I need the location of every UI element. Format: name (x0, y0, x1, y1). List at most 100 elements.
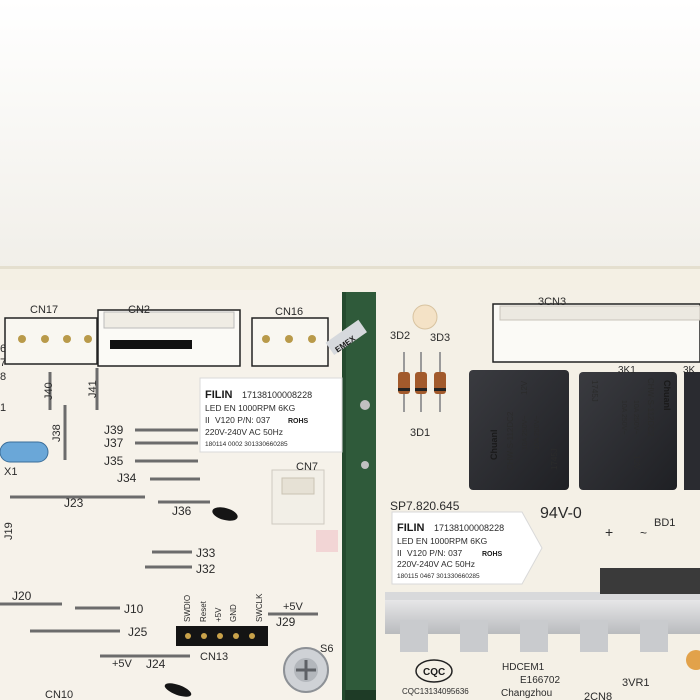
3cn3-label: 3CN3 (538, 296, 566, 308)
plus5v-label-a: +5V (112, 658, 133, 670)
cn10-label: CN10 (45, 689, 73, 700)
cn16-label: CN16 (275, 306, 303, 318)
s6-label: S6 (320, 643, 333, 655)
relay-2-brand: Chuanl (662, 380, 672, 411)
cn17-label: CN17 (30, 304, 58, 316)
relay-1: Chuanl CHW-S-112DC2 10A 250V~ 10A 250V~ … (469, 370, 569, 490)
relay-1-rating: 10A 250V~ (522, 416, 529, 450)
j33-label: J33 (196, 546, 216, 560)
ul-mark: HDCEM1 (502, 662, 545, 673)
right-sticker: FILIN 17138100008228 LED EN 1000RPM 6KG … (391, 511, 543, 585)
brand-tag (325, 319, 367, 356)
diodes (398, 352, 446, 412)
right-label-line4: 220V-240V AC 50Hz (397, 559, 475, 569)
right-label-brand: FILIN (397, 522, 425, 534)
relay-3-partial (684, 372, 700, 490)
relay-2-code: 1745J (590, 380, 599, 402)
left-label-line2: LED EN 1000RPM 6KG (205, 403, 295, 413)
housing-rim (0, 266, 700, 292)
j23-label: J23 (64, 496, 84, 510)
j24-label: J24 (146, 657, 166, 671)
cn13-label: CN13 (200, 651, 228, 663)
left-sticker: FILIN 17138100008228 LED EN 1000RPM 6KG … (199, 377, 343, 453)
background-wall (0, 0, 700, 268)
j36-label: J36 (172, 504, 192, 518)
flame-rating: 94V-0 (540, 505, 582, 522)
j34-label: J34 (117, 471, 137, 485)
swclk-label: SWCLK (255, 593, 264, 622)
relay-2-rating: 10A 250V~ (632, 400, 639, 434)
part-code: SP7.820.645 (390, 499, 460, 513)
relay-1-model: CHW-S-112DC2 (506, 411, 515, 470)
edge-digit-7: 7 (0, 357, 6, 369)
right-label-mark: II (397, 548, 402, 558)
right-label-line2: LED EN 1000RPM 6KG (397, 536, 487, 546)
swdio-label: SWDIO (183, 595, 192, 622)
j32-label: J32 (196, 562, 216, 576)
3d1-label: 3D1 (410, 427, 430, 439)
svg-text:~: ~ (640, 526, 647, 540)
left-label-line5: 180114 0002 301330660285 (205, 441, 288, 448)
city: Changzhou (501, 688, 552, 699)
edge-digit-1: 1 (0, 402, 6, 414)
capacitor (686, 650, 700, 670)
relay-1-code: 1745J (550, 448, 559, 470)
3d2-label: 3D2 (390, 330, 410, 342)
right-label-rohs: ROHS (482, 551, 503, 558)
j25-label: J25 (128, 625, 148, 639)
right-label-code: 17138100008228 (434, 523, 504, 533)
bd1-label: BD1 (654, 517, 675, 529)
x1-label: X1 (4, 466, 17, 478)
crystal-x1 (0, 441, 49, 463)
edge-digit-8: 8 (0, 371, 6, 383)
j40-label: J40 (43, 382, 55, 400)
j20-label: J20 (12, 589, 32, 603)
relay-2: Chuanl CHW-S-112DC2 10A 250V~ 10A 250V~ … (579, 372, 677, 490)
edge-digit-6: 6 (0, 343, 6, 355)
relay-1-rating2: 10A 250V~ (534, 416, 541, 450)
j19-label: J19 (3, 522, 15, 540)
j35-label: J35 (104, 454, 124, 468)
left-label-line3: V120 P/N: 037 (215, 415, 271, 425)
j39-label: J39 (104, 423, 124, 437)
right-label-line5: 180115 0467 301330660285 (397, 573, 480, 580)
cqc-logo-text: CQC (423, 667, 445, 678)
left-label-code: 17138100008228 (242, 390, 312, 400)
j37-label: J37 (104, 436, 124, 450)
j10-label: J10 (124, 602, 144, 616)
left-label-line4: 220V-240V AC 50Hz (205, 427, 283, 437)
right-label-line3: V120 P/N: 037 (407, 548, 463, 558)
ul-number: E166702 (520, 675, 560, 686)
relay-2-rating2: 10A 250V~ (620, 400, 627, 434)
j38-label: J38 (51, 424, 63, 442)
right-board: Chuanl CHW-S-112DC2 10A 250V~ 10A 250V~ … (376, 290, 700, 700)
gnd-label: GND (229, 604, 238, 622)
plus5v-label-b: +5V (283, 601, 304, 613)
reset-label: Reset (199, 600, 208, 622)
j29-label: J29 (276, 615, 296, 629)
green-pcb-gap (340, 292, 378, 700)
cn2-label: CN2 (128, 304, 150, 316)
bridge-rectifier (600, 568, 700, 594)
cn7-label: CN7 (296, 461, 318, 473)
left-label-brand: FILIN (205, 389, 233, 401)
relay-1-voltage: 12V (520, 380, 529, 395)
j41-label: J41 (87, 380, 99, 398)
left-label-rohs: ROHS (288, 418, 309, 425)
3k1-label: 3K1 (618, 365, 636, 376)
relay-2-model: CHW-S-112DC2 (646, 378, 655, 437)
left-board: CN17 CN2 CN16 CN7 CN13 CN10 J40 J41 J38 … (0, 290, 367, 700)
left-label-mark: II (205, 415, 210, 425)
relay-1-brand: Chuanl (489, 430, 499, 461)
3d3-label: 3D3 (430, 332, 450, 344)
heatsink (385, 592, 700, 652)
cqc-number: CQC13134095636 (402, 687, 469, 696)
relay-2-voltage: 12V (632, 455, 641, 470)
2cn8-label: 2CN8 (584, 691, 612, 700)
3vr1-label: 3VR1 (622, 677, 650, 689)
svg-text:+: + (605, 524, 613, 540)
pin-5v-label: +5V (214, 607, 223, 622)
cqc-logo (415, 659, 453, 683)
